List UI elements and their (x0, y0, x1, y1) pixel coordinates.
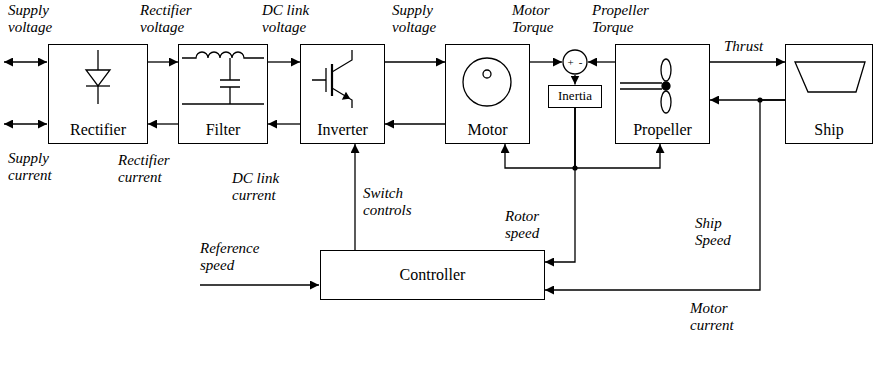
inverter-box: Inverter (300, 44, 385, 144)
box-label: Propeller (633, 121, 692, 139)
signal-arrow (545, 108, 575, 263)
summing-junction: +- (562, 49, 588, 75)
signal-label: Propeller Torque (592, 2, 660, 35)
ship-box: Ship (785, 44, 873, 144)
signal-arrow (268, 123, 300, 124)
signal-label: Motor Torque (512, 2, 564, 35)
box-label: Motor (468, 121, 508, 139)
signal-label: Supply voltage (392, 2, 450, 35)
signal-label: Thrust (724, 38, 774, 55)
signal-arrow (505, 108, 575, 169)
box-label: + (568, 56, 574, 68)
signal-label: Rotor speed (505, 208, 565, 241)
signal-label: Motor current (690, 300, 752, 333)
signal-arrow (385, 123, 445, 124)
signal-arrow (354, 144, 355, 250)
inertia-box: Inertia (548, 85, 602, 108)
ship-hull (795, 62, 865, 92)
propeller-box: Propeller (615, 44, 710, 144)
signal-arrow (710, 61, 785, 62)
signal-label: DC link voltage (262, 2, 326, 35)
signal-arrow (148, 61, 178, 62)
propeller-symbol (620, 59, 671, 113)
supply-arrow (4, 123, 47, 124)
motor-symbol (463, 58, 511, 106)
diode-symbol (86, 50, 110, 104)
igbt-symbol (312, 50, 352, 108)
signal-arrow (545, 100, 785, 290)
signal-label: Switch controls (363, 185, 425, 218)
box-label: Inverter (317, 121, 368, 139)
signal-label: Rectifier voltage (140, 2, 204, 35)
junction-circle (562, 49, 588, 75)
box-label: Controller (400, 266, 466, 284)
signal-label: Rectifier current (118, 152, 184, 185)
box-label: Rectifier (70, 121, 126, 139)
signal-arrow (588, 61, 615, 62)
lc-filter-symbol (182, 52, 264, 104)
box-label: Filter (206, 121, 241, 139)
signal-label: Reference speed (200, 240, 280, 273)
signal-label: Supply voltage (8, 2, 70, 35)
signal-label: Ship Speed (695, 215, 750, 248)
motor-box: Motor (445, 44, 530, 144)
signal-arrow (530, 61, 562, 62)
controller-box: Controller (320, 250, 545, 300)
signal-arrow (268, 61, 300, 62)
rectifier-box: Rectifier (48, 44, 148, 144)
filter-box: Filter (178, 44, 268, 144)
box-label: - (579, 56, 583, 68)
signal-arrow (574, 75, 575, 85)
box-label: Ship (814, 121, 843, 139)
supply-arrow (4, 61, 47, 62)
signal-arrow (148, 123, 178, 124)
signal-label: Supply current (8, 150, 70, 183)
box-label: Inertia (558, 89, 592, 103)
signal-arrow (385, 61, 445, 62)
reference-arrow (200, 284, 319, 285)
signal-label: DC link current (232, 170, 294, 203)
